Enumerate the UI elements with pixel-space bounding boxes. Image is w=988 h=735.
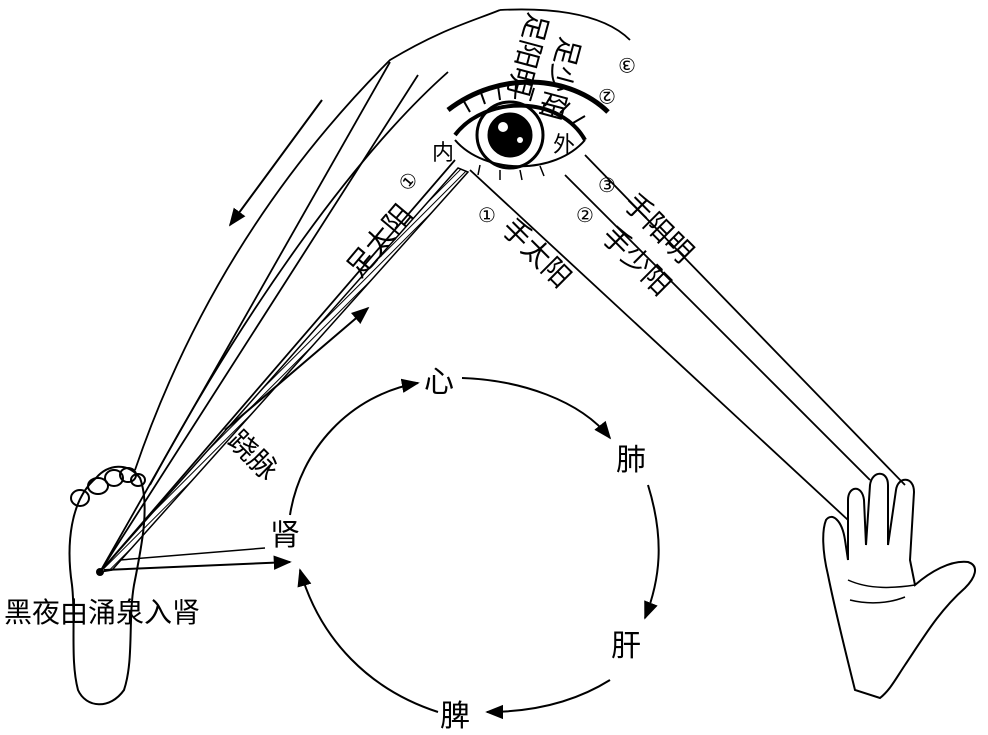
organ-kidney: 肾 xyxy=(270,518,300,553)
qiao-vessel-band xyxy=(98,167,470,574)
foot-shaoyang-num: ② xyxy=(598,84,617,109)
hand-yangming-num: ③ xyxy=(598,173,616,197)
foot-to-kidney-arrow xyxy=(103,555,292,571)
hand-yangming-line xyxy=(584,154,906,486)
foot-to-kidney-upper xyxy=(119,547,266,561)
hand-shaoyang-line xyxy=(564,174,871,481)
hand-outline xyxy=(822,472,976,700)
night-label: 黑夜由涌泉入肾 xyxy=(4,596,200,629)
organ-liver: 肝 xyxy=(611,629,641,664)
foot-taiyang-num: ① xyxy=(393,167,423,196)
foot-yangming-line xyxy=(99,61,391,573)
hand-taiyang-num: ① xyxy=(478,203,496,227)
foot-taiyang-line xyxy=(99,159,456,573)
organ-lung: 肺 xyxy=(616,443,646,478)
foot-outline xyxy=(68,465,146,706)
eye-inner-label: 内 xyxy=(432,141,454,166)
organ-heart: 心 xyxy=(424,365,454,400)
hand-shaoyang-num: ② xyxy=(576,203,594,227)
downward-flow-arrow xyxy=(228,99,323,227)
eye-drawing xyxy=(446,79,610,181)
eye-outer-label: 外 xyxy=(553,133,575,158)
hand-taiyang-label: 手太阳 xyxy=(495,212,578,295)
upward-flow-arrow xyxy=(224,306,370,431)
foot-yangming-num: ③ xyxy=(618,53,637,78)
hand-taiyang-line xyxy=(469,169,849,521)
organ-cycle-arrows xyxy=(289,377,660,720)
foot-shaoyang-line xyxy=(99,74,419,573)
organ-spleen: 脾 xyxy=(440,699,470,734)
